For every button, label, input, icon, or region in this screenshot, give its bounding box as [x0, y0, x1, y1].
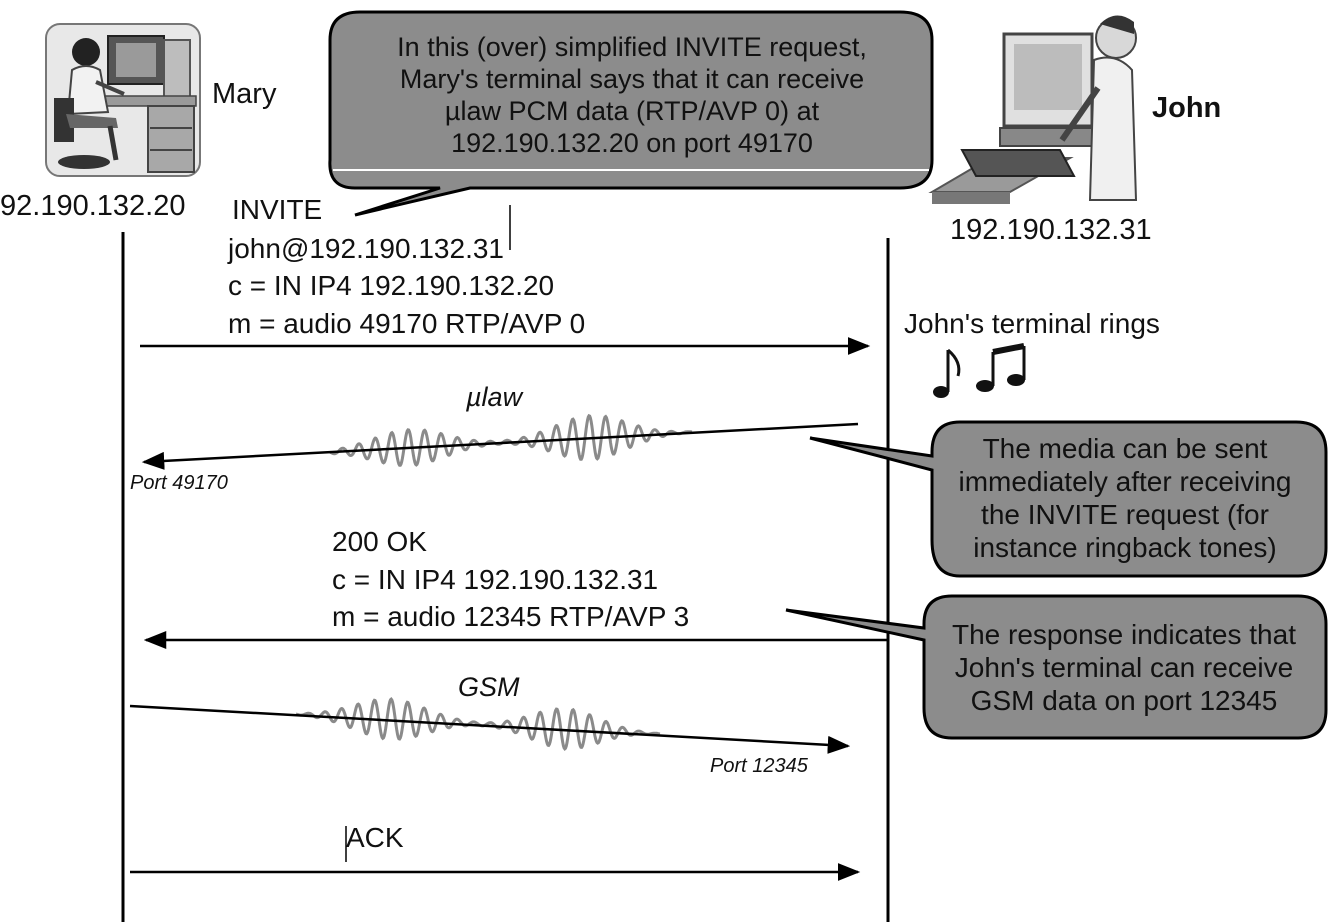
- ulaw-codec-label: µlaw: [466, 382, 523, 412]
- ulaw-media-arrow: [141, 422, 859, 470]
- john-name-label: John: [1152, 92, 1222, 124]
- invite-explanation-bubble: [328, 10, 934, 250]
- ok-media-label: m = audio 12345 RTP/AVP 3: [332, 601, 690, 632]
- mary-ip-label: 92.190.132.20: [0, 190, 186, 222]
- media-note-line: the INVITE request (for: [981, 499, 1269, 531]
- invite-uri-label: john@192.190.132.31: [228, 233, 504, 264]
- invite-connection-label: c = IN IP4 192.190.132.20: [228, 270, 555, 301]
- media-note-line: immediately after receiving: [958, 466, 1292, 498]
- ok-connection-label: c = IN IP4 192.190.132.31: [332, 564, 659, 595]
- media-note-text: The media can be sent immediately after …: [920, 432, 1330, 564]
- gsm-media-arrow: [129, 704, 851, 754]
- gsm-port-label: Port 12345: [710, 755, 808, 777]
- response-note-text: The response indicates that John's termi…: [922, 618, 1326, 717]
- ok-status-label: 200 OK: [332, 526, 427, 557]
- invite-note-line: In this (over) simplified INVITE request…: [397, 32, 867, 62]
- media-note-bubble: [809, 420, 1328, 578]
- invite-media-label: m = audio 49170 RTP/AVP 0: [228, 308, 586, 339]
- media-note-line: The media can be sent: [982, 433, 1268, 464]
- gsm-waveform: [295, 697, 661, 751]
- john-computer-user-icon: [928, 15, 1138, 204]
- ringing-music-notes-icon: [933, 343, 1026, 398]
- media-note-line: instance ringback tones): [973, 532, 1277, 564]
- john-ip-label: 192.190.132.31: [950, 214, 1152, 246]
- ulaw-waveform: [329, 413, 693, 467]
- mary-name-label: Mary: [212, 78, 277, 110]
- invite-note-text: In this (over) simplified INVITE request…: [334, 32, 930, 159]
- response-note-line: John's terminal can receive: [954, 652, 1294, 684]
- mary-computer-user-icon: [45, 23, 201, 177]
- john-rings-label: John's terminal rings: [904, 308, 1160, 339]
- ack-label: ACK: [346, 822, 404, 853]
- response-note-bubble: [785, 594, 1328, 740]
- response-note-line: GSM data on port 12345: [970, 685, 1278, 717]
- gsm-codec-label: GSM: [458, 672, 520, 702]
- invite-note-line: 192.190.132.20 on port 49170: [451, 127, 813, 158]
- ulaw-port-label: Port 49170: [130, 472, 228, 494]
- invite-note-line: µlaw PCM data (RTP/AVP 0) at: [444, 95, 820, 126]
- invite-note-line: Mary's terminal says that it can receive: [399, 63, 865, 94]
- invite-method-label: INVITE: [232, 194, 323, 225]
- response-note-line: The response indicates that: [952, 619, 1296, 650]
